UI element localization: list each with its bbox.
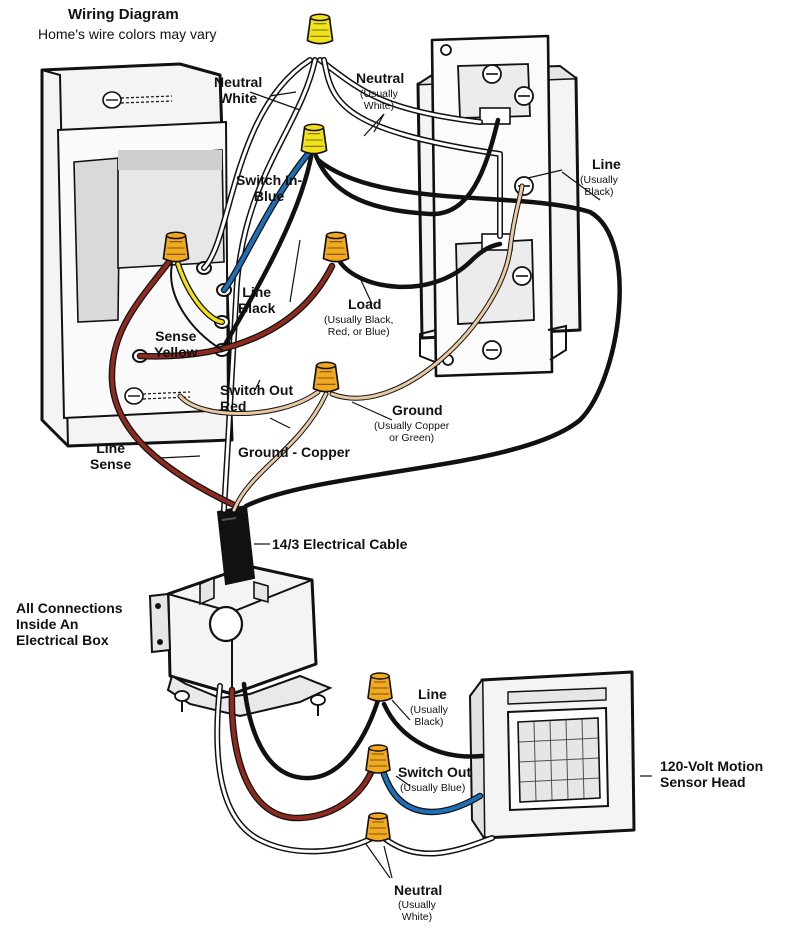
wire-switch-out-blue-bottom [380,770,484,816]
wire-neutral-white [201,57,503,513]
label-ground-copper: Ground - Copper [238,444,350,460]
leader-lines [159,91,652,879]
label-load: Load [348,296,382,312]
wire-line-sense [108,254,240,510]
label-neutral-top: Neutral [356,70,405,86]
label-neutral-bottom: Neutral [394,882,443,898]
wire-nut-switch-out-bottom [365,744,391,774]
label-switch-out-red: Switch Out Red [220,382,294,415]
wire-nut-line [300,123,328,155]
label-ground-note: (Usually Copper or Green) [374,420,450,445]
label-switch-out-bottom: Switch Out [398,764,472,780]
wire-nut-ground [312,361,340,393]
label-sense-yellow: Sense Yellow [154,328,198,361]
label-line-bottom: Line [418,686,447,702]
label-neutral-white-top: Neutral White [214,74,263,107]
label-switch-out-bottom-note: (Usually Blue) [400,782,466,794]
switch-top-screw [102,91,173,109]
smart-switch [40,62,234,448]
wire-switch-out-red-bottom [228,686,376,822]
wire-load [337,241,503,290]
junction-box [148,564,333,718]
wire-ground-copper [177,183,525,513]
wire-nut-load [322,231,350,263]
wire-switch-out-red [136,262,336,360]
wire-nut-line-bottom [367,672,393,702]
label-neutral-top-note: (Usually White) [360,88,398,113]
wire-neutral-white-bottom [214,683,495,857]
label-load-note: (Usually Black, Red, or Blue) [324,314,394,339]
wire-switch-in-blue [220,150,312,294]
label-line-top: Line [592,156,621,172]
wire-nut-sense [162,231,190,263]
wires-bottom [214,681,495,857]
wire-nut-neutral-bottom [365,812,391,842]
label-neutral-bottom-note: (Usually White) [398,899,436,924]
label-electrical-cable: 14/3 Electrical Cable [272,536,408,552]
label-motion-sensor: 120-Volt Motion Sensor Head [660,758,764,791]
label-line-bottom-note: (Usually Black) [410,704,448,729]
label-switch-in-blue: Switch In- Blue [236,172,303,205]
wire-sense-yellow [170,261,225,351]
label-line-sense: Line Sense [90,440,132,473]
motion-sensor-head [468,670,636,840]
label-line-black: Line Black [238,284,276,317]
label-electrical-box: All Connections Inside An Electrical Box [16,600,123,649]
wire-nut-neutral [306,13,334,45]
switch-bottom-screw [124,387,191,405]
diagram-subtitle: Home's wire colors may vary [38,26,217,42]
electrical-cable [216,504,256,586]
label-ground: Ground [392,402,443,418]
diagram-title: Wiring Diagram [68,6,179,23]
wires-top [108,57,622,513]
wire-line-black-bottom [241,681,485,781]
label-line-top-note: (Usually Black) [580,174,618,199]
wire-line-black [219,117,622,509]
